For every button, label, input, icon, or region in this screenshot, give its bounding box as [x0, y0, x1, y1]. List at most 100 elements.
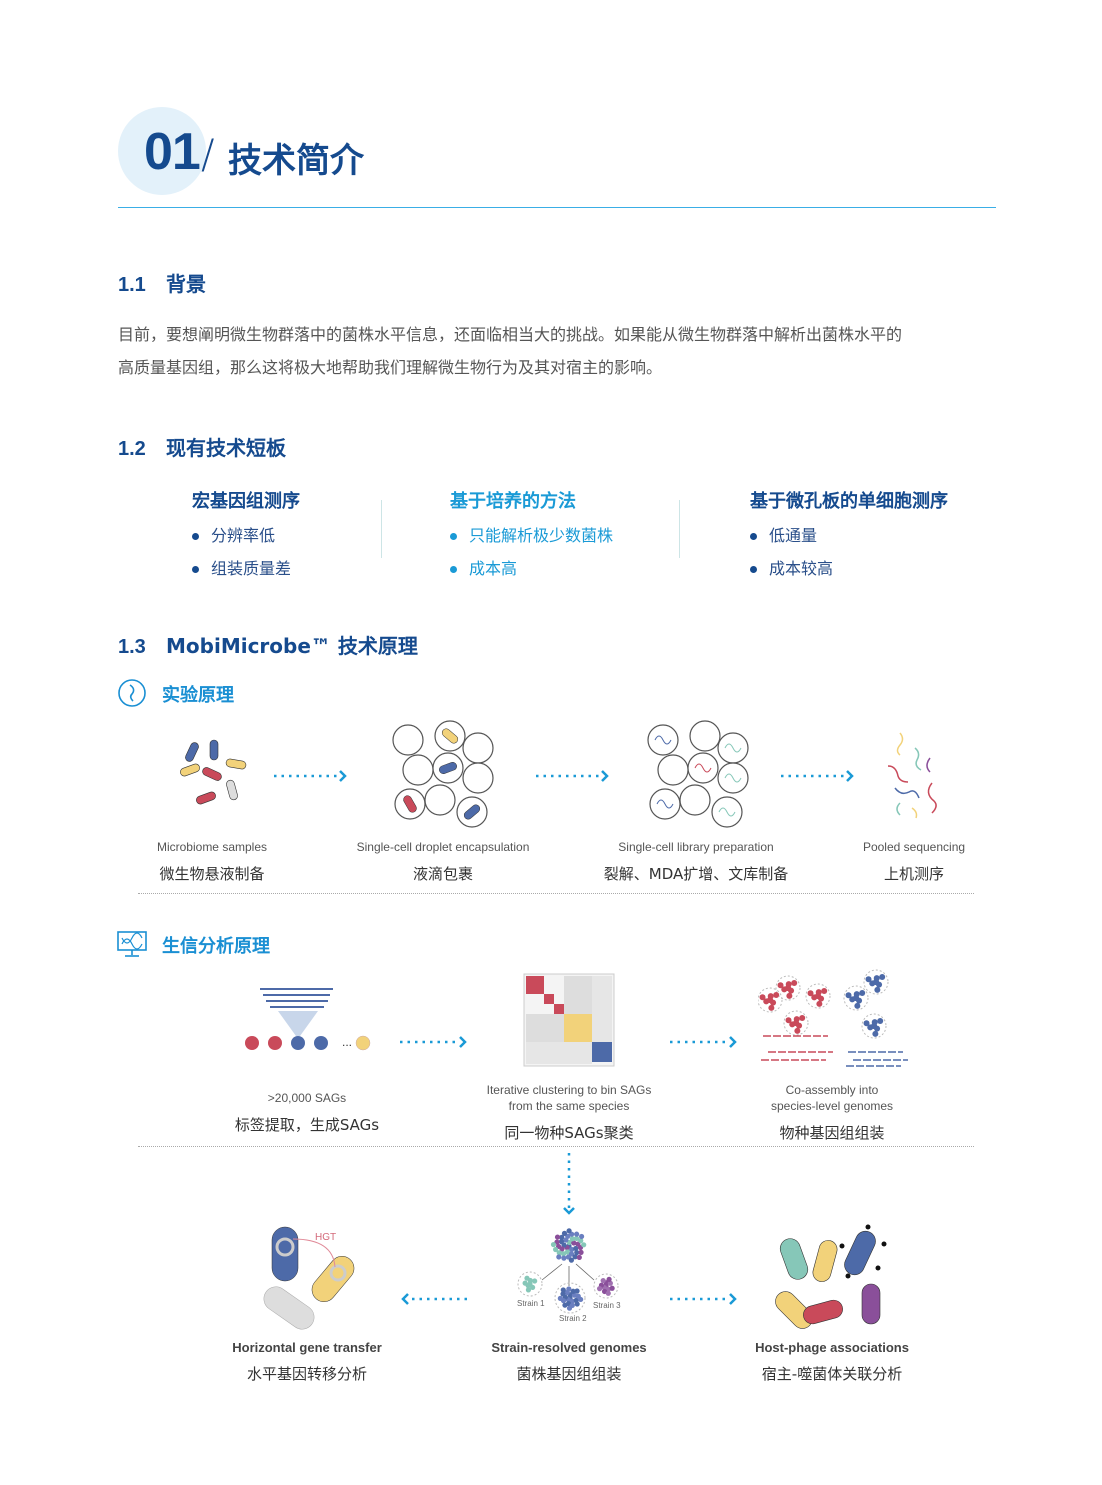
- cell-dot: [566, 1228, 572, 1234]
- experiment-icon: [118, 679, 146, 707]
- cell-dot: [552, 1246, 559, 1253]
- cell: [463, 804, 481, 820]
- caption-en: Host-phage associations: [755, 1340, 909, 1355]
- cell-dot: [578, 1233, 585, 1240]
- section-number: 1.2: [118, 438, 146, 460]
- cluster-ring: [758, 987, 783, 1013]
- droplet: [392, 724, 424, 756]
- read-dot: [785, 1017, 792, 1024]
- strain-3-label: Strain 3: [593, 1301, 621, 1310]
- bacteria-samples-icon: [180, 739, 247, 805]
- caption-en: Iterative clustering to bin SAGs from th…: [486, 1083, 652, 1113]
- droplet: [402, 754, 434, 786]
- droplet: [689, 720, 721, 752]
- cell-dot: [600, 1277, 606, 1284]
- read-dot: [807, 990, 814, 997]
- host-phage-icon: [775, 1224, 887, 1329]
- section-number: 1.3: [118, 636, 146, 658]
- caption-en: Pooled sequencing: [862, 840, 966, 854]
- column-item: 成本高: [450, 555, 613, 579]
- column-item: 组装质量差: [192, 555, 300, 579]
- read-dot: [785, 981, 792, 988]
- shortcoming-microwell: 基于微孔板的单细胞测序 低通量 成本较高: [750, 487, 948, 579]
- cell-dot: [606, 1276, 612, 1282]
- dna-fragments-icon: [887, 732, 937, 819]
- cell-dot: [525, 1287, 532, 1293]
- caption-en: Co-assembly into species-level genomes: [770, 1083, 894, 1113]
- cell-dot: [560, 1251, 567, 1257]
- dotted-divider: [138, 893, 974, 894]
- read-dot: [799, 1014, 806, 1021]
- cell-dot: [561, 1255, 567, 1261]
- read-dot: [793, 1016, 800, 1023]
- arrow-down-icon: [563, 1153, 575, 1215]
- droplets-icon: [392, 720, 494, 828]
- hero-circle: [118, 107, 206, 195]
- hgt-label: HGT: [315, 1232, 336, 1243]
- caption-en: >20,000 SAGs: [267, 1091, 347, 1105]
- step-sags: >20,000 SAGs 标签提取，生成SAGs: [187, 1090, 427, 1135]
- caption-zh: 宿主-噬菌体关联分析: [761, 1365, 903, 1383]
- droplet: [657, 754, 689, 786]
- caption-en: Horizontal gene transfer: [232, 1340, 382, 1355]
- caption-zh: 标签提取，生成SAGs: [234, 1116, 380, 1134]
- dna-strand: [654, 735, 672, 745]
- bioinformatics-heading: 生信分析原理: [162, 936, 270, 957]
- caption-zh: 物种基因组组装: [779, 1124, 885, 1142]
- para-line: 高质量基因组，那么这将极大地帮助我们理解微生物行为及其对宿主的影响。: [118, 358, 663, 377]
- cluster-ring: [863, 969, 889, 995]
- cell-dot: [609, 1285, 615, 1291]
- cluster-ring: [775, 975, 801, 1001]
- cluster-ring: [783, 1010, 809, 1036]
- coassembly-icon: [758, 969, 908, 1067]
- arrow-right-icon: [536, 770, 609, 782]
- shortcoming-culture: 基于培养的方法 只能解析极少数菌株 成本高: [450, 487, 613, 579]
- dna-strand: [724, 773, 742, 783]
- caption-zh: 水平基因转移分析: [246, 1365, 367, 1383]
- ellipsis-label: ...: [342, 1035, 352, 1049]
- read-dot: [777, 982, 784, 989]
- cell-dot: [605, 1290, 611, 1296]
- chapter-slash: /: [201, 132, 215, 178]
- cell-dot: [560, 1287, 566, 1293]
- read-dot: [794, 1027, 801, 1034]
- read-dot: [874, 986, 881, 993]
- cell-dot: [560, 1291, 566, 1297]
- read-dot: [815, 989, 822, 996]
- cluster-ring: [861, 1013, 887, 1039]
- caption-en: Strain-resolved genomes: [491, 1340, 647, 1355]
- read-dot: [854, 1002, 861, 1009]
- cell-dot: [562, 1302, 568, 1308]
- cell-dot: [559, 1234, 565, 1240]
- cell-dot: [522, 1280, 528, 1286]
- cell-dot: [578, 1238, 584, 1244]
- hgt-icon: HGT: [263, 1226, 355, 1330]
- cell: [441, 728, 459, 744]
- cell-dot: [530, 1284, 536, 1291]
- caption-en: Microbiome samples: [156, 840, 268, 854]
- divider: [118, 207, 996, 208]
- cell-dot: [566, 1286, 572, 1292]
- cell-dot: [576, 1254, 582, 1261]
- caption-en: Single-cell droplet encapsulation: [356, 840, 530, 854]
- arrow-right-icon: [781, 770, 854, 782]
- step-clustering: Iterative clustering to bin SAGs from th…: [449, 1082, 689, 1143]
- cell-dot: [558, 1239, 565, 1245]
- section-title: 背景: [166, 272, 206, 296]
- read-dot: [859, 989, 866, 996]
- column-title: 基于微孔板的单细胞测序: [750, 491, 948, 512]
- chapter-number: 01: [144, 123, 201, 181]
- read-dot: [872, 1030, 879, 1037]
- arrow-left-icon: [401, 1293, 470, 1305]
- arrow-right-icon: [670, 1036, 737, 1048]
- read-dot: [845, 992, 852, 999]
- read-dot: [863, 1020, 870, 1027]
- strain-2-label: Strain 2: [559, 1314, 587, 1323]
- read-dot: [767, 993, 774, 1000]
- read-dot: [791, 979, 798, 986]
